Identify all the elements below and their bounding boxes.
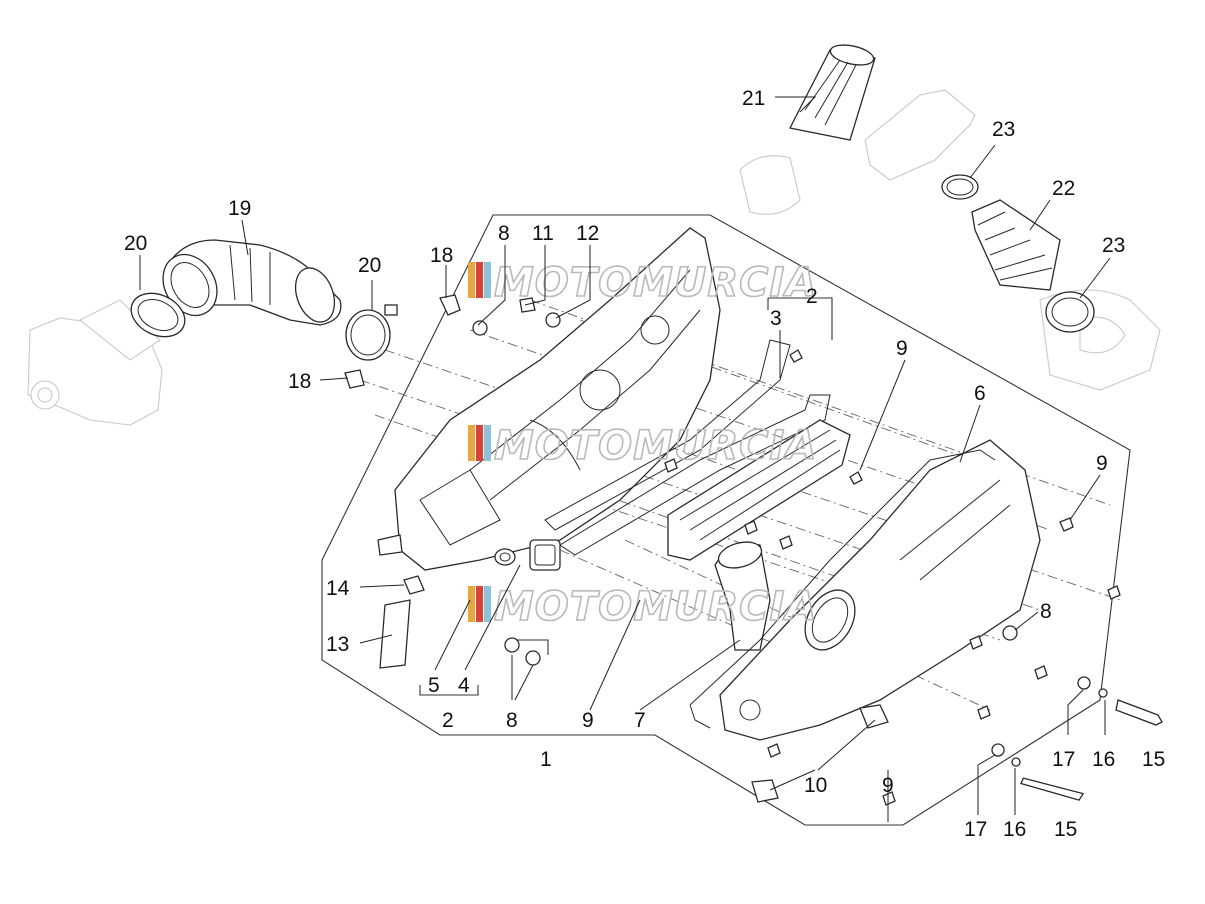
label-20: 20 [358, 254, 381, 277]
watermark-logo: MOTOMURCIA [468, 422, 817, 470]
seals [379, 539, 561, 669]
rear-housing [377, 227, 721, 571]
label-18: 18 [288, 370, 311, 393]
label-4: 4 [458, 674, 470, 697]
label-21: 21 [742, 87, 765, 110]
context-parts [27, 89, 1161, 426]
label-14: 14 [326, 577, 350, 600]
label-13: 13 [326, 633, 349, 656]
label-11: 11 [532, 222, 554, 245]
label-17: 17 [1052, 748, 1075, 771]
inlet-elbow [714, 541, 771, 651]
watermark-logo: MOTOMURCIA [468, 583, 817, 631]
watermark-text: MOTOMURCIA [494, 584, 817, 630]
label-9: 9 [582, 709, 594, 732]
label-6: 6 [974, 382, 986, 405]
nut-clips [344, 294, 561, 389]
label-2: 2 [806, 285, 818, 308]
label-20: 20 [124, 232, 147, 255]
label-8: 8 [498, 222, 510, 245]
watermark-text: MOTOMURCIA [494, 260, 817, 306]
label-19: 19 [228, 197, 251, 220]
label-9: 9 [896, 337, 908, 360]
label-9: 9 [882, 774, 894, 797]
front-cover [689, 439, 1041, 741]
label-23: 23 [1102, 234, 1125, 257]
label-9: 9 [1096, 452, 1108, 475]
label-1: 1 [540, 748, 552, 771]
assembly-frame [321, 214, 1131, 826]
label-17: 17 [964, 818, 987, 841]
label-2: 2 [442, 709, 454, 732]
label-12: 12 [576, 222, 599, 245]
screws [664, 349, 1163, 806]
label-18: 18 [430, 244, 453, 267]
watermarks: MOTOMURCIA MOTOMURCIA MOTOMURCIA [468, 259, 817, 631]
label-23: 23 [992, 118, 1015, 141]
label-10: 10 [804, 774, 827, 797]
label-16: 16 [1003, 818, 1026, 841]
intake-duct [130, 239, 398, 361]
gasket [544, 339, 831, 556]
watermark-text: MOTOMURCIA [494, 423, 817, 469]
label-15: 15 [1142, 748, 1165, 771]
part-labels: 21 23 22 23 19 20 20 18 18 8 11 12 2 3 9… [124, 87, 1165, 841]
leader-lines [139, 96, 1111, 822]
label-5: 5 [428, 674, 440, 697]
label-16: 16 [1092, 748, 1115, 771]
label-22: 22 [1052, 177, 1075, 200]
watermark-logo: MOTOMURCIA [468, 259, 817, 307]
label-7: 7 [634, 709, 646, 732]
label-15: 15 [1054, 818, 1077, 841]
filter-element [667, 419, 851, 561]
label-8: 8 [506, 709, 518, 732]
label-3: 3 [770, 307, 782, 330]
label-8: 8 [1040, 600, 1052, 623]
upper-parts [789, 44, 1095, 333]
